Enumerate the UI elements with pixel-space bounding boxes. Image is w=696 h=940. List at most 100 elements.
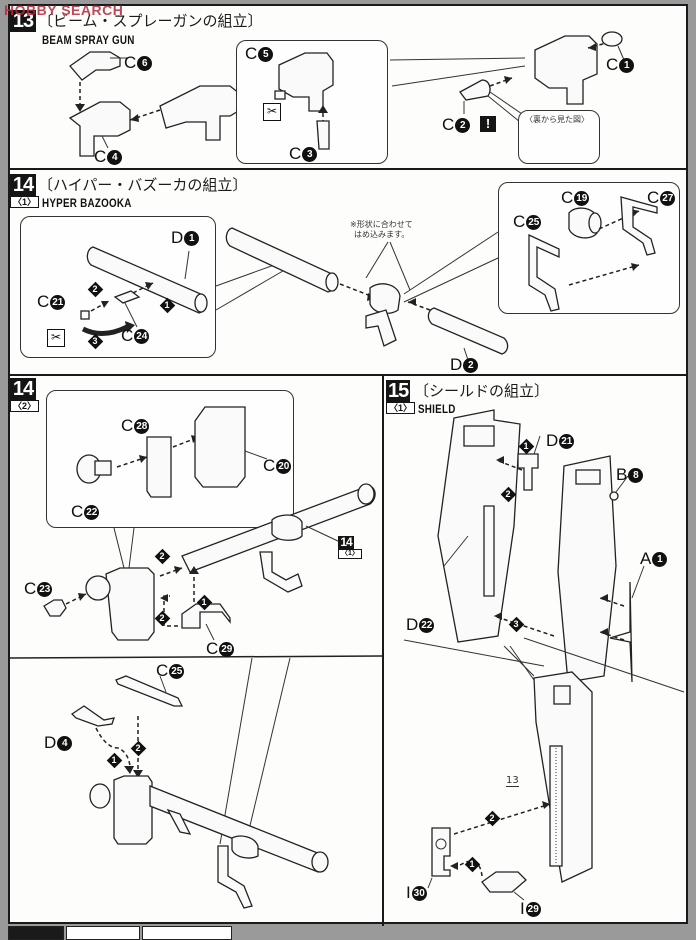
instruction-page: 13 〔ビーム・スプレーガンの組立〕 BEAM SPRAY GUN <box>8 4 688 926</box>
step-14-1-title-jp: 〔ハイパー・バズーカの組立〕 <box>38 176 248 194</box>
warning-icon: ! <box>480 116 496 132</box>
step-15-1-badge: 15 <box>386 380 410 402</box>
part-d21 <box>517 453 539 491</box>
part-c5 <box>278 52 334 112</box>
step-14-1-badge: 14 <box>10 174 36 196</box>
watermark: HOBBY SEARCH <box>4 2 124 18</box>
fit-note-line2: はめ込みます。 <box>354 230 410 239</box>
step-13-badge: 13 <box>10 10 36 32</box>
step-15-1-title-jp: 〔シールドの組立〕 <box>414 382 550 400</box>
order-mark-3: 3 <box>508 616 524 632</box>
order-mark-1-lower: 1 <box>106 752 122 768</box>
step-14-2-badge: 14 <box>10 378 36 400</box>
order-mark-2: 2 <box>87 281 103 297</box>
step-14-1-sub: 〈1〉 <box>10 196 40 208</box>
nipper-icon: ✂ <box>47 329 65 347</box>
part-c25 <box>528 233 560 312</box>
part-gun-main <box>534 35 598 105</box>
part-rear-assembly <box>105 567 155 641</box>
part-d22 <box>437 409 521 643</box>
order-mark-1: 1 <box>518 438 534 454</box>
step-15-1-title-en: SHIELD <box>418 402 456 416</box>
step-14-1-title-en: HYPER BAZOOKA <box>42 196 132 210</box>
part-gun-assembly <box>159 85 241 141</box>
step-13-panel: 13 〔ビーム・スプレーガンの組立〕 BEAM SPRAY GUN <box>10 6 686 170</box>
part-c23 <box>43 599 67 617</box>
fit-note-line1: ※形状に合わせて <box>350 220 413 229</box>
part-c19-joint <box>369 283 401 315</box>
part-c27 <box>620 196 658 256</box>
part-i30 <box>431 827 451 877</box>
part-c20 <box>194 406 246 488</box>
footer-cell-3 <box>142 926 232 940</box>
part-grip-rear <box>259 551 303 593</box>
order-mark-2a: 2 <box>154 548 170 564</box>
part-d4 <box>70 705 115 727</box>
part-barrel-rear <box>225 227 337 293</box>
part-c24 <box>113 290 141 304</box>
part-c6 <box>69 51 121 81</box>
back-view-caption: 〈裏から見た図〉 <box>525 115 589 124</box>
step-13-title-en: BEAM SPRAY GUN <box>42 33 135 47</box>
part-d2 <box>427 307 509 355</box>
part-c21 <box>80 310 90 320</box>
footer-cell-1 <box>8 926 64 940</box>
part-c25-grip <box>365 309 397 347</box>
back-view-callout: 〈裏から見た図〉 <box>518 110 600 164</box>
order-mark-2-lower: 2 <box>130 740 146 756</box>
part-shield-assembled <box>533 671 593 883</box>
part-c2 <box>459 79 491 101</box>
part-assembled-grip <box>217 845 253 909</box>
step-14-2-drawing <box>10 483 382 845</box>
part-c4 <box>68 101 131 157</box>
part-c3 <box>316 120 330 150</box>
part-a1 <box>609 581 633 683</box>
inline-step-ref: 13 <box>506 775 519 787</box>
part-i29 <box>481 871 527 893</box>
order-mark-3: 3 <box>87 333 103 349</box>
part-c28 <box>146 436 172 498</box>
step-14-2-assembled-drawing <box>70 675 329 909</box>
step-13-title-jp: 〔ビーム・スプレーガンの組立〕 <box>38 12 263 30</box>
part-shield-front <box>557 455 617 683</box>
order-mark-1: 1 <box>159 297 175 313</box>
order-mark-1-lower: 1 <box>464 856 480 872</box>
step-15-1-drawing <box>403 409 685 901</box>
part-c1 <box>601 31 623 47</box>
order-mark-2-lower: 2 <box>484 810 500 826</box>
step-14-2-sub: 〈2〉 <box>10 400 40 412</box>
order-mark-2b: 2 <box>154 610 170 626</box>
step-14-1-drawing <box>215 227 509 361</box>
step-14-1-ref-badge: 14 〈1〉 <box>338 536 362 559</box>
